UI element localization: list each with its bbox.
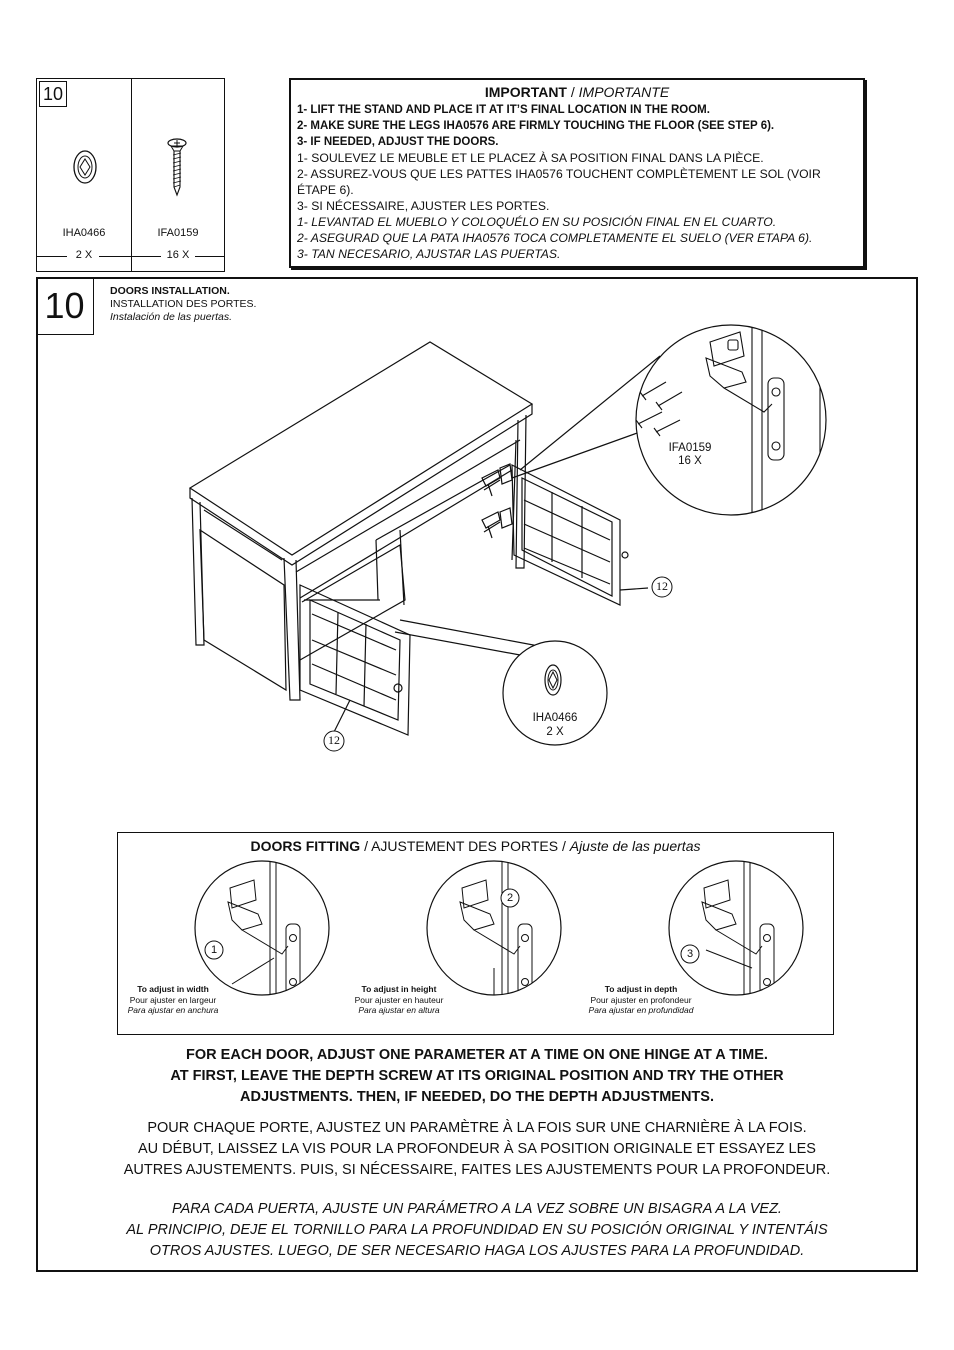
parts-step-number: 10 [39,81,67,107]
important-fr-2: 2- ASSUREZ-VOUS QUE LES PATTES IHA0576 T… [297,167,821,197]
doors-fitting-box: DOORS FITTING / AJUSTEMENT DES PORTES / … [117,832,834,1035]
step-frame [36,277,918,1272]
important-en-2: 2- MAKE SURE THE LEGS IHA0576 ARE FIRMLY… [297,120,775,132]
important-es-3: 3- TAN NECESARIO, AJUSTAR LAS PUERTAS. [297,247,561,261]
callout-screw-code: IFA0159 [668,442,712,454]
parts-divider [131,79,132,271]
callout-cam-qty: 2 X [546,726,564,738]
part-qty-screw: 16 X [166,249,190,261]
important-title: IMPORTANT / IMPORTANTE [484,84,670,100]
qty-line [195,256,225,257]
part-code-screw: IFA0159 [157,227,199,239]
important-box: IMPORTANT / IMPORTANTE 1- LIFT THE STAND… [289,78,865,268]
notes-fr: POUR CHAQUE PORTE, AJUSTEZ UN PARAMÈTRE … [123,1120,831,1178]
step-number: 10 [36,277,94,335]
cam-lock-icon [73,150,97,184]
important-es-2: 2- ASEGURAD QUE LA PATA IHA0576 TOCA COM… [297,231,813,245]
cabinet-diagram [188,341,673,752]
important-fr-1: 1- SOULEVEZ LE MEUBLE ET LE PLACEZ À SA … [297,151,764,165]
notes-es: PARA CADA PUERTA, AJUSTE UN PARÁMETRO A … [126,1201,828,1259]
notes-en: FOR EACH DOOR, ADJUST ONE PARAMETER AT A… [170,1047,784,1105]
fitting-step-2-caption: To adjust in height Pour ajuster en haut… [354,984,444,1015]
fitting-step-1-caption: To adjust in width Pour ajuster en large… [127,984,219,1015]
important-en-1: 1- LIFT THE STAND AND PLACE IT AT IT’S F… [297,104,710,116]
fitting-step-2-num: 2 [506,892,514,904]
hinge-callout [635,324,827,516]
qty-line [99,256,131,257]
door-label-left: 12 [328,733,340,747]
fitting-title: DOORS FITTING / AJUSTEMENT DES PORTES / … [250,838,701,854]
step-title-es: Instalación de las puertas. [110,311,232,323]
step-title-en: DOORS INSTALLATION. [110,285,230,297]
fitting-step-3-caption: To adjust in depth Pour ajuster en profo… [588,984,694,1015]
hinge-adjust-depth-icon [668,860,804,996]
callout-screw-qty: 16 X [678,455,702,467]
fitting-step-1-num: 1 [210,944,218,956]
step-title-fr: INSTALLATION DES PORTES. [110,298,257,310]
parts-box: 10 IHA0466 IFA0159 2 X 16 X [36,78,225,272]
important-es-1: 1- LEVANTAD EL MUEBLO Y COLOQUÉLO EN SU … [297,215,777,229]
callout-cam-code: IHA0466 [532,712,578,724]
fitting-step-3-num: 3 [686,948,694,960]
door-label-right: 12 [656,579,668,593]
hinge-adjust-height-icon [426,860,562,996]
qty-line [37,256,67,257]
hinge-adjust-width-icon [194,860,330,996]
step-title: DOORS INSTALLATION. INSTALLATION DES POR… [110,285,256,324]
part-code-cam: IHA0466 [62,227,106,239]
qty-line [131,256,161,257]
important-en-3: 3- IF NEEDED, ADJUST THE DOORS. [297,136,499,148]
screw-icon [167,138,187,197]
cam-callout [502,640,608,746]
part-qty-cam: 2 X [75,249,93,261]
important-fr-3: 3- SI NÉCESSAIRE, AJUSTER LES PORTES. [297,199,550,213]
